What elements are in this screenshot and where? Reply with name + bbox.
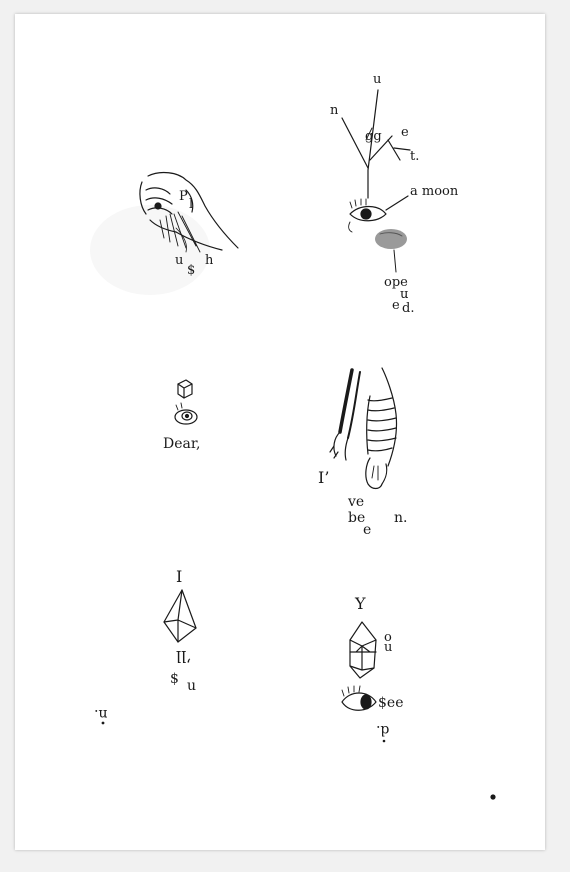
arms-word-i: I’: [318, 468, 330, 487]
moon-icon: [375, 229, 407, 273]
ink-dot-icon: [382, 739, 386, 743]
tree-word-n: n: [330, 103, 339, 118]
crystal-right-word-d: d.: [376, 722, 390, 738]
tree-word-ope: ope: [384, 275, 408, 290]
crystal-left-word-ll: ’ll: [176, 647, 192, 666]
crystal-right-word-see: $ee: [378, 695, 404, 711]
hand-word-l: l: [189, 197, 194, 212]
ink-dot-icon: [101, 721, 105, 725]
tree-word-t: t.: [410, 149, 420, 164]
tree-word-gg: gg: [365, 129, 382, 144]
crystal-left-word-dollar: $: [170, 671, 179, 687]
hand-word-p: P: [179, 189, 188, 204]
eye-icon: [341, 685, 377, 711]
hand-drawing-icon: [90, 171, 239, 295]
dear-word: Dear,: [163, 436, 201, 452]
arms-word-n: n.: [394, 510, 408, 526]
hand-word-h: h: [205, 253, 214, 268]
crystal-right-word-y: Y: [355, 594, 366, 613]
crystal-icon: [349, 621, 377, 679]
tree-word-a-moon: a moon: [410, 184, 459, 199]
tree-word-u: u: [373, 72, 382, 87]
tree-word-e2: e: [392, 298, 400, 313]
tree-word-d: d.: [402, 301, 415, 316]
crystal-left-word-i: I: [176, 567, 183, 586]
crystal-icon: [163, 589, 197, 643]
crystal-right-word-o: o: [384, 630, 392, 645]
crystal-right-word-u: u: [384, 640, 393, 655]
eye-icon: [348, 195, 409, 233]
hand-word-dollar: $: [187, 263, 196, 278]
tree-word-n-flipped: n: [400, 287, 409, 302]
hand-word-u: u: [175, 253, 184, 268]
arms-word-e: e: [363, 522, 372, 538]
crystal-left-word-u: u: [187, 678, 197, 694]
tree-word-e: e: [401, 125, 409, 140]
arms-word-be: be: [348, 510, 366, 526]
arms-word-ve: ve: [348, 494, 365, 510]
ink-dot-icon: [490, 794, 496, 800]
paper-sheet: [15, 14, 545, 850]
arm-icon: [329, 368, 361, 461]
tree-branch-icon: [341, 89, 411, 199]
bandaged-arm-icon: [365, 367, 398, 490]
eye-icon: [174, 402, 198, 425]
cube-icon: [177, 379, 193, 399]
crystal-left-word-n: n.: [94, 706, 108, 722]
